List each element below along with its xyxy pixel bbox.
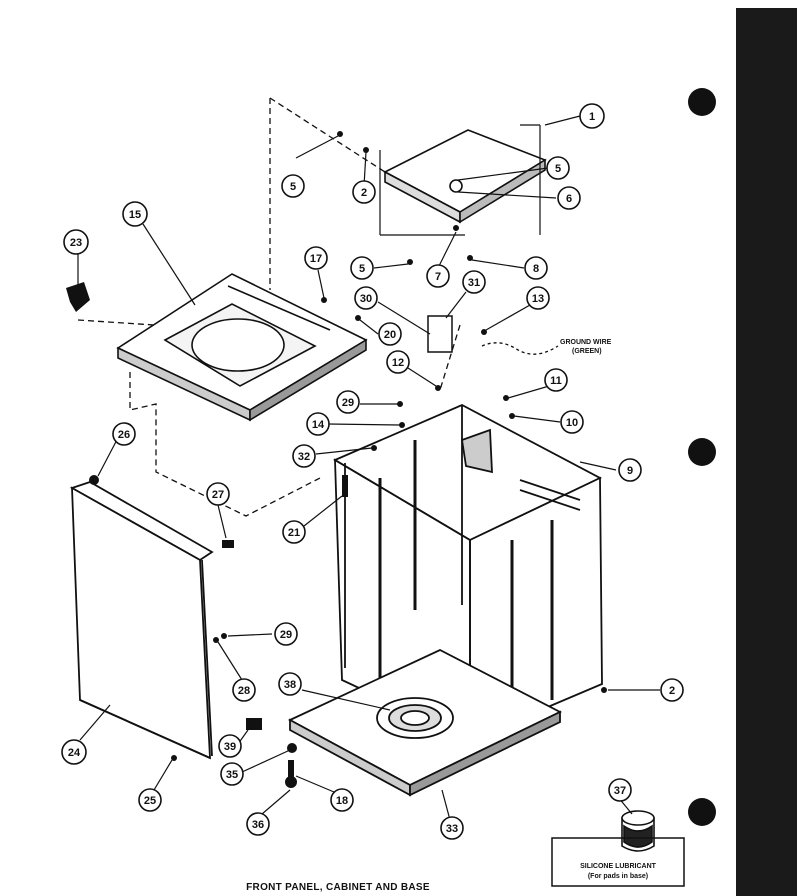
- svg-text:29: 29: [342, 397, 354, 409]
- svg-text:15: 15: [129, 209, 141, 221]
- callout-30: 30: [354, 286, 378, 310]
- callout-5-left: 5: [281, 174, 305, 198]
- svg-text:21: 21: [288, 527, 300, 539]
- lubricant-note-box: [551, 837, 685, 887]
- svg-text:5: 5: [555, 163, 561, 175]
- callout-35: 35: [220, 762, 244, 786]
- diagram-caption: FRONT PANEL, CABINET AND BASE: [246, 882, 430, 893]
- callout-12: 12: [386, 350, 410, 374]
- callout-15: 15: [122, 201, 148, 227]
- punch-hole-top: [688, 88, 716, 116]
- callout-28: 28: [232, 678, 256, 702]
- callout-5-lower: 5: [350, 256, 374, 280]
- svg-text:27: 27: [212, 489, 224, 501]
- lubricant-can: [621, 810, 655, 852]
- svg-text:6: 6: [566, 193, 572, 205]
- callout-1: 1: [579, 103, 605, 129]
- callout-5-right: 5: [546, 156, 570, 180]
- callout-leaders: [77, 115, 660, 821]
- callout-18: 18: [330, 788, 354, 812]
- base: [287, 648, 563, 797]
- svg-text:10: 10: [566, 417, 578, 429]
- ground-wire-note-line1: GROUND WIRE: [560, 339, 612, 346]
- svg-text:29: 29: [280, 629, 292, 641]
- svg-text:12: 12: [392, 357, 404, 369]
- callout-10: 10: [560, 410, 584, 434]
- svg-text:30: 30: [360, 293, 372, 305]
- callout-24: 24: [61, 739, 87, 765]
- punch-hole-bottom: [688, 798, 716, 826]
- svg-text:2: 2: [361, 187, 367, 199]
- top-panel: [116, 273, 368, 422]
- top-cover: [379, 124, 547, 236]
- callout-39: 39: [218, 734, 242, 758]
- callout-29-right: 29: [274, 622, 298, 646]
- svg-text:2: 2: [669, 685, 675, 697]
- callout-9: 9: [618, 458, 642, 482]
- svg-text:37: 37: [614, 785, 626, 797]
- hardware-parts: [89, 131, 607, 788]
- callout-23: 23: [63, 229, 89, 255]
- callout-32: 32: [292, 444, 316, 468]
- lubricant-note-line2: (For pads in base): [588, 873, 648, 880]
- callout-6: 6: [557, 186, 581, 210]
- callout-21: 21: [282, 520, 306, 544]
- callout-14: 14: [306, 412, 330, 436]
- svg-text:13: 13: [532, 293, 544, 305]
- callout-36: 36: [246, 812, 270, 836]
- cabinet: [333, 404, 603, 742]
- svg-text:1: 1: [589, 111, 595, 123]
- callout-26: 26: [112, 422, 136, 446]
- svg-text:35: 35: [226, 769, 238, 781]
- svg-text:26: 26: [118, 429, 130, 441]
- svg-text:5: 5: [359, 263, 365, 275]
- svg-text:14: 14: [312, 419, 325, 431]
- callout-33: 33: [440, 816, 464, 840]
- callout-31: 31: [462, 270, 486, 294]
- callout-8: 8: [524, 256, 548, 280]
- callout-29-top: 29: [336, 390, 360, 414]
- svg-text:25: 25: [144, 795, 156, 807]
- svg-text:33: 33: [446, 823, 458, 835]
- svg-text:31: 31: [468, 277, 480, 289]
- callout-13: 13: [526, 286, 550, 310]
- callout-38: 38: [278, 672, 302, 696]
- ground-wire-note-line2: (GREEN): [572, 348, 602, 355]
- punch-hole-middle: [688, 438, 716, 466]
- svg-text:17: 17: [310, 253, 322, 265]
- svg-text:11: 11: [550, 375, 562, 387]
- svg-text:28: 28: [238, 685, 250, 697]
- svg-text:36: 36: [252, 819, 264, 831]
- svg-text:24: 24: [68, 747, 81, 759]
- callout-27: 27: [206, 482, 230, 506]
- svg-text:5: 5: [290, 181, 296, 193]
- lubricant-note-line1: SILICONE LUBRICANT: [580, 863, 657, 870]
- callout-37: 37: [608, 778, 632, 802]
- svg-text:32: 32: [298, 451, 310, 463]
- svg-text:8: 8: [533, 263, 539, 275]
- callout-7: 7: [426, 264, 450, 288]
- svg-text:7: 7: [435, 271, 441, 283]
- callout-11: 11: [544, 368, 568, 392]
- callout-25: 25: [138, 788, 162, 812]
- ground-wire: [481, 342, 559, 355]
- callout-17: 17: [304, 246, 328, 270]
- callout-2-top: 2: [352, 180, 376, 204]
- scan-edge-bar: [736, 8, 797, 896]
- callouts: 1 2 5 5 6 5 7 8 9 10 11 12 13 14 15 17 2…: [61, 103, 684, 840]
- svg-text:20: 20: [384, 329, 396, 341]
- callout-20: 20: [378, 322, 402, 346]
- svg-text:18: 18: [336, 795, 348, 807]
- svg-text:23: 23: [70, 237, 82, 249]
- svg-text:38: 38: [284, 679, 296, 691]
- svg-text:9: 9: [627, 465, 633, 477]
- lid-stop: [66, 282, 90, 312]
- svg-text:39: 39: [224, 741, 236, 753]
- callout-2-right: 2: [660, 678, 684, 702]
- front-panel: [69, 481, 214, 760]
